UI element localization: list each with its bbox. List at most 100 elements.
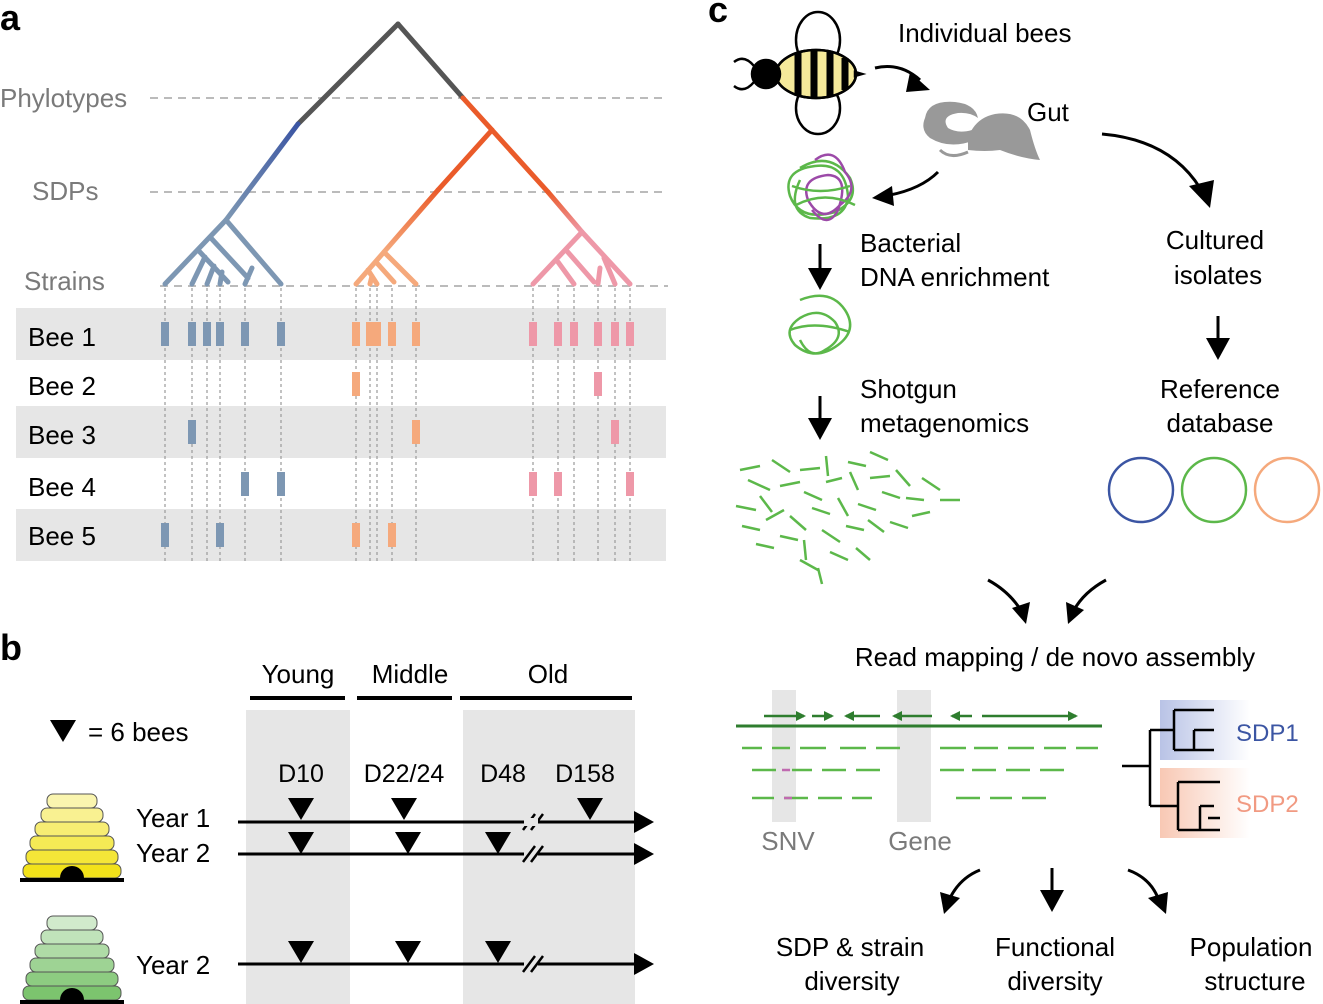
tree-branch-root-right: [395, 21, 466, 101]
read-fragment: [771, 458, 791, 474]
hive-tier: [29, 957, 115, 973]
read-fragment: [765, 508, 785, 522]
read-fragment: [869, 474, 891, 480]
arrowhead-icon: [1206, 338, 1230, 360]
label-isolates: isolates: [1174, 260, 1262, 290]
hive-green-icon: [20, 915, 124, 1004]
timepoint-d158: D158: [555, 760, 615, 788]
label-sdp1: SDP1: [1236, 720, 1299, 747]
arrowhead-icon: [1189, 180, 1214, 208]
read-fragment: [779, 534, 799, 542]
strain-guide-lines: [164, 288, 631, 562]
mapped-reads: [742, 746, 1098, 800]
label-metagenomics: metagenomics: [860, 408, 1029, 438]
read-fragment: [911, 510, 931, 518]
presence-bar: [529, 472, 537, 496]
sampling-triangle-icon: [288, 798, 314, 820]
label-shotgun: Shotgun: [860, 374, 957, 404]
presence-bar: [412, 322, 420, 346]
age-group-old: Old: [528, 659, 568, 689]
read-fragment: [739, 464, 761, 472]
read-fragment: [889, 520, 909, 530]
arrow-reference-to-mapping: [1072, 578, 1107, 611]
presence-bar: [277, 472, 285, 496]
bee-row-backgrounds: [16, 308, 666, 561]
sampling-triangle-icon: [485, 832, 511, 854]
presence-bar: [554, 472, 562, 496]
sdp-tree: [1122, 708, 1220, 832]
bee-row-bg: [16, 308, 666, 360]
panel-b: b Young Middle Old = 6 bees D10 D22/24 D…: [0, 627, 654, 1004]
presence-bar: [570, 322, 578, 346]
arrow-gut-to-dna: [884, 170, 940, 198]
panel-c: c Individual bees Gut: [708, 0, 1321, 996]
isolate-genome-circle-green: [1180, 456, 1248, 524]
tree-leaf-branch: [353, 249, 419, 287]
label-cultured: Cultured: [1166, 225, 1264, 255]
tree-branch-blue: [223, 121, 301, 223]
label-sdp2: SDP2: [1236, 791, 1299, 818]
presence-bar: [241, 322, 249, 346]
timeline-year2-hive2: [238, 941, 654, 975]
timepoint-d48: D48: [480, 760, 526, 788]
presence-bar: [373, 322, 381, 346]
hive-tier: [46, 915, 98, 931]
legend-triangle-icon: [50, 720, 76, 742]
hive-tier: [40, 929, 104, 945]
presence-bar: [188, 322, 196, 346]
bee-row-bg: [16, 509, 666, 561]
bee-label-3: Bee 3: [28, 420, 96, 450]
legend-label: = 6 bees: [88, 717, 188, 747]
read-fragment: [825, 476, 843, 484]
sampling-triangle-icon: [391, 798, 417, 820]
presence-bar: [611, 322, 619, 346]
presence-bar: [216, 523, 224, 547]
arrowhead-icon: [1066, 602, 1084, 624]
tree-branch-orange-top: [460, 95, 495, 133]
read-fragment: [803, 490, 823, 502]
presence-bar: [626, 472, 634, 496]
hive-entrance: [60, 988, 84, 1000]
read-fragment: [755, 542, 775, 550]
sampling-triangle-icon: [288, 941, 314, 963]
label-database: database: [1167, 408, 1274, 438]
presence-bar: [366, 322, 374, 346]
strain-presence-bars: [161, 322, 634, 547]
hive-tier: [46, 793, 98, 809]
hive-tier: [29, 835, 115, 851]
output-functional-diversity: diversity: [1007, 966, 1102, 996]
label-dna-enrichment: DNA enrichment: [860, 262, 1050, 292]
read-fragment: [741, 524, 761, 532]
hive-tier: [40, 807, 104, 823]
presence-bar: [388, 322, 396, 346]
presence-bar: [352, 322, 360, 346]
hive-base: [20, 1000, 124, 1004]
read-fragment: [836, 497, 850, 517]
age-group-young: Young: [262, 659, 335, 689]
read-fragment: [855, 547, 871, 561]
gene-highlight: [897, 690, 931, 822]
tree-leaf-branch: [530, 229, 633, 287]
bee-label-1: Bee 1: [28, 322, 96, 352]
read-fragment: [821, 528, 841, 544]
presence-bar: [241, 472, 249, 496]
presence-bar: [161, 322, 169, 346]
timeline-year2-hive1: [238, 832, 654, 865]
timeline-year1-hive1: [238, 798, 654, 833]
old-column-bg: [463, 710, 635, 1004]
label-individual-bees: Individual bees: [898, 18, 1071, 48]
read-fragment: [747, 478, 771, 492]
sampling-triangle-icon: [577, 798, 603, 820]
age-group-middle: Middle: [372, 659, 449, 689]
bee-label-2: Bee 2: [28, 371, 96, 401]
gut-icon: [923, 101, 1040, 160]
presence-bar: [216, 322, 224, 346]
bee-row-bg: [16, 406, 666, 458]
hive-tier: [34, 821, 110, 837]
arrowhead-icon: [940, 892, 960, 914]
label-reference: Reference: [1160, 374, 1280, 404]
tree-leaf-branch: [162, 217, 284, 287]
dna-tangle-icon: [787, 153, 856, 222]
tree-branch-orange-right: [489, 127, 551, 195]
read-fragment: [881, 490, 901, 500]
